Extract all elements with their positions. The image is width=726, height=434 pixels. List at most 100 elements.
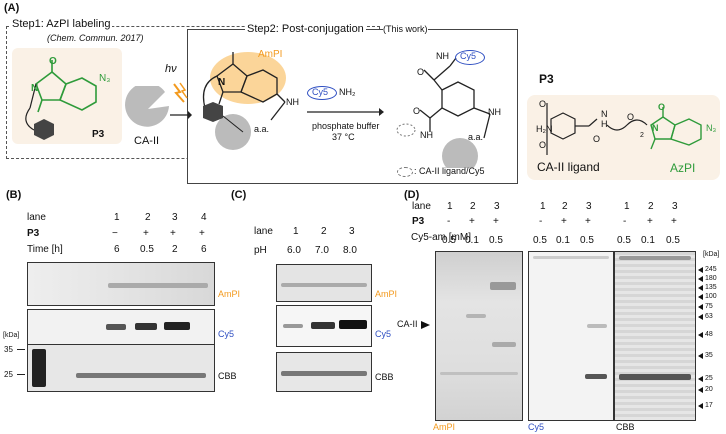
panel-d-ampi-cy5am-2: 0.1 bbox=[465, 235, 479, 246]
step1-title: Step1: AzPI labeling bbox=[10, 18, 113, 30]
panel-d-cbb-lane-1: 1 bbox=[624, 201, 630, 212]
panel-d-mw-marker-25 bbox=[698, 376, 703, 382]
panel-d-cbb-cy5am-2: 0.1 bbox=[641, 235, 655, 246]
panel-b-mw-tick-35 bbox=[17, 349, 25, 350]
panel-c-lane-2: 2 bbox=[321, 226, 327, 237]
step1-reference: (Chem. Commun. 2017) bbox=[47, 33, 144, 43]
panel-b-time-1: 6 bbox=[114, 244, 120, 255]
panel-d-ampi-lane-3: 3 bbox=[494, 201, 500, 212]
step2-title: Step2: Post-conjugation bbox=[245, 23, 366, 35]
step2-note: (This work) bbox=[383, 24, 428, 34]
panel-c-gel-cy5 bbox=[276, 305, 372, 347]
panel-d-mw-marker-20 bbox=[698, 387, 703, 393]
legend-text: : CA-II ligand/Cy5 bbox=[414, 166, 485, 176]
legend-dashed-ellipse bbox=[397, 167, 413, 177]
panel-d-cy5-cy5am-1: 0.5 bbox=[533, 235, 547, 246]
panel-d-cbb-p3-1: - bbox=[623, 216, 627, 227]
product-o-top: O bbox=[417, 67, 425, 77]
product-cy5-ellipse bbox=[455, 50, 485, 65]
panel-d-cbb-lane-2: 2 bbox=[648, 201, 654, 212]
azpi-label: AzPI bbox=[670, 161, 696, 175]
panel-d-gel-cy5 bbox=[528, 251, 614, 421]
panel-d-cbb-lane-3: 3 bbox=[672, 201, 678, 212]
panel-d-cy5-lane-1: 1 bbox=[540, 201, 546, 212]
panel-d-mw-marker-180 bbox=[698, 276, 703, 282]
panel-d-mw-label-245: 245 bbox=[705, 266, 717, 273]
product-structure bbox=[396, 57, 491, 168]
panel-c-gel-ampi bbox=[276, 264, 372, 302]
panel-a-label: (A) bbox=[4, 2, 20, 14]
buffer-condition: phosphate buffer bbox=[312, 121, 380, 131]
panel-d-mw-label-25: 25 bbox=[705, 375, 713, 382]
panel-d-cy5-lane-3: 3 bbox=[586, 201, 592, 212]
panel-b-time-3: 2 bbox=[172, 244, 178, 255]
panel-b-lane-label: lane bbox=[27, 212, 46, 223]
product-o-bottom: O bbox=[413, 106, 421, 116]
panel-d-mw-marker-17 bbox=[698, 403, 703, 409]
panel-d-ampi-p3-1: - bbox=[447, 216, 451, 227]
p3-right-structure bbox=[546, 103, 702, 155]
ampi-label: AmPI bbox=[258, 49, 283, 60]
panel-b-mw-35: 35 bbox=[4, 345, 13, 354]
panel-d-mw-marker-245 bbox=[698, 267, 703, 273]
product-aa: a.a. bbox=[468, 132, 484, 142]
panel-b-p3-4: + bbox=[199, 228, 205, 239]
light-bolt-icon bbox=[173, 82, 188, 103]
panel-d-gel-cbb bbox=[614, 251, 696, 421]
panel-d-gel-label-ampi: AmPI bbox=[433, 422, 456, 432]
ampi-nitrogen: N bbox=[218, 77, 226, 88]
panel-b-time-label: Time [h] bbox=[27, 244, 63, 255]
panel-c-ph-1: 6.0 bbox=[287, 245, 301, 256]
temperature-condition: 37 °C bbox=[332, 132, 355, 142]
reaction-arrow-1 bbox=[170, 111, 192, 119]
panel-d-cy5-cy5am-2: 0.1 bbox=[556, 235, 570, 246]
panel-c-ph-label: pH bbox=[254, 245, 267, 256]
sulfonyl-o-top: O bbox=[539, 99, 547, 109]
amide-h: H bbox=[601, 119, 608, 129]
panel-d-ampi-cy5am-3: 0.5 bbox=[489, 235, 503, 246]
panel-d-ampi-p3-2: + bbox=[469, 216, 475, 227]
ampi-aa: a.a. bbox=[254, 124, 270, 134]
reaction-arrow-2 bbox=[307, 108, 384, 116]
azpi-azide: N₃ bbox=[706, 123, 717, 133]
panel-c-gel-label-cbb: CBB bbox=[375, 372, 394, 382]
amide-n: N bbox=[601, 109, 608, 119]
peg-subscript: 2 bbox=[640, 132, 644, 139]
panel-b-p3-3: + bbox=[170, 228, 176, 239]
panel-b-time-2: 0.5 bbox=[140, 244, 154, 255]
panel-d-ampi-lane-1: 1 bbox=[447, 201, 453, 212]
panel-b-gel-label-ampi: AmPI bbox=[218, 289, 241, 299]
panel-c-ph-2: 7.0 bbox=[315, 245, 329, 256]
panel-d-cbb-p3-2: + bbox=[647, 216, 653, 227]
panel-d-cy5-p3-2: + bbox=[561, 216, 567, 227]
panel-c-ph-3: 8.0 bbox=[343, 245, 357, 256]
panel-d-ca2-label: CA-II bbox=[397, 319, 418, 329]
panel-b-gel-ampi bbox=[27, 262, 215, 306]
p3-structure bbox=[25, 60, 97, 140]
panel-d-lane-label: lane bbox=[412, 201, 431, 212]
nh2-label: NH₂ bbox=[339, 87, 356, 97]
panel-c-gel-label-cy5: Cy5 bbox=[375, 329, 392, 339]
panel-b-lane-4: 4 bbox=[201, 212, 207, 223]
p3-label: P3 bbox=[92, 129, 105, 140]
panel-d-mw-label-17: 17 bbox=[705, 402, 713, 409]
panel-d-cbb-p3-3: + bbox=[671, 216, 677, 227]
panel-b-mw-25: 25 bbox=[4, 370, 13, 379]
ca2-protein-icon bbox=[125, 86, 169, 127]
panel-b-lane-3: 3 bbox=[172, 212, 178, 223]
cy5-reagent-ellipse bbox=[307, 86, 337, 100]
panel-d-cbb-cy5am-1: 0.5 bbox=[617, 235, 631, 246]
panel-c-lane-label: lane bbox=[254, 226, 273, 237]
panel-d-mw-label-63: 63 bbox=[705, 313, 713, 320]
panel-b-lane-2: 2 bbox=[145, 212, 151, 223]
product-nh-bottom: NH bbox=[420, 130, 433, 140]
product-cy5-label: Cy5 bbox=[460, 51, 477, 61]
panel-b-mw-tick-25 bbox=[17, 374, 25, 375]
panel-d-label: (D) bbox=[404, 189, 420, 201]
panel-d-cy5-p3-3: + bbox=[585, 216, 591, 227]
panel-b-p3-label: P3 bbox=[27, 228, 40, 239]
panel-d-gel-ampi bbox=[435, 251, 523, 421]
p3-right-label: P3 bbox=[539, 72, 554, 86]
sulfonyl-o-bottom: O bbox=[539, 140, 547, 150]
hv-label: hν bbox=[165, 63, 177, 75]
